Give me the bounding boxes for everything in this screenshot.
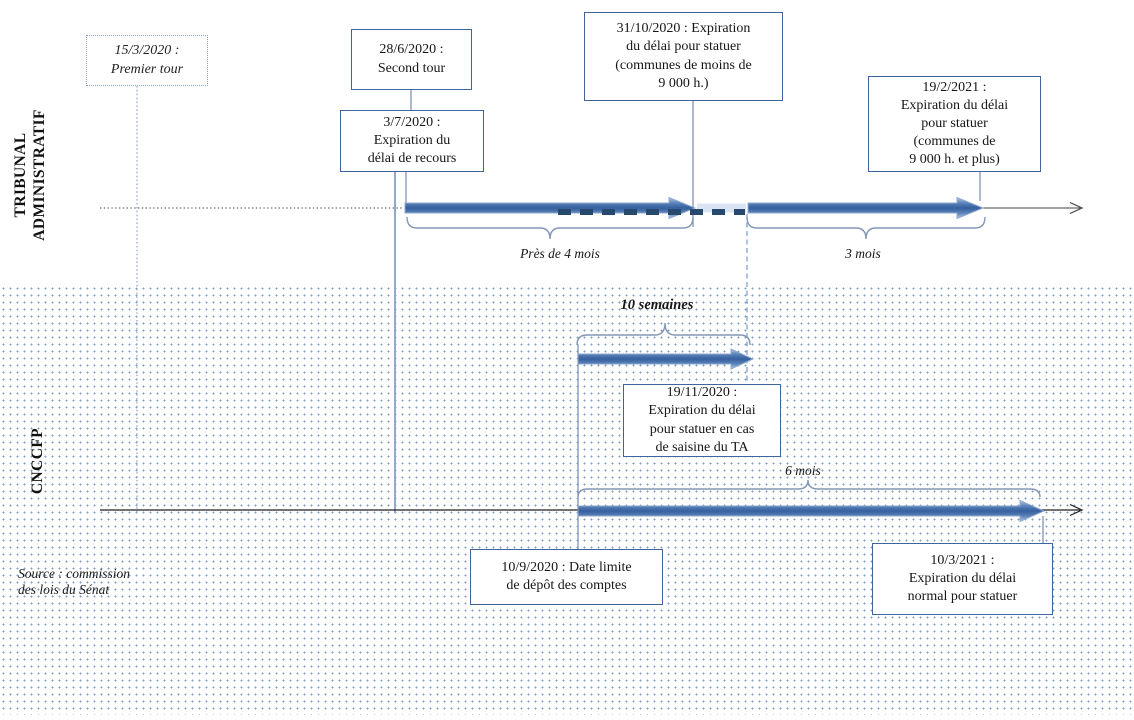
event-box-line: 19/11/2020 : — [666, 385, 738, 401]
event-box-line: (communes de — [913, 134, 996, 150]
event-box-line: 10/9/2020 : Date limite — [501, 559, 632, 575]
duration-label-10-semaines: 10 semaines — [620, 297, 694, 313]
event-box-delai-normal: 10/3/2021 : Expiration du délai normal p… — [872, 543, 1053, 615]
event-box-line: de saisine du TA — [655, 439, 749, 455]
event-box-statuer-9000-plus: 19/2/2021 : Expiration du délai pour sta… — [868, 76, 1041, 172]
event-box-line: 28/6/2020 : — [379, 42, 444, 58]
lane-label-cnccfp: CNCCFP — [28, 418, 48, 504]
duration-label-pres-de-4-mois: Près de 4 mois — [520, 246, 600, 261]
event-box-line: de dépôt des comptes — [506, 578, 627, 593]
event-box-line: 10/3/2021 : — [930, 552, 995, 568]
lane-label-line: ADMINISTRATIF — [31, 109, 48, 241]
lane-label-line: CNCCFP — [29, 427, 47, 495]
event-box-line: Second tour — [377, 60, 446, 76]
duration-label-3-mois: 3 mois — [845, 246, 881, 261]
event-box-line: 9 000 h. et plus) — [909, 152, 1000, 168]
event-box-line: normal pour statuer — [907, 589, 1018, 605]
event-box-line: pour statuer en cas — [649, 421, 755, 437]
event-box-line: du délai pour statuer — [626, 39, 741, 55]
event-box-line: 31/10/2020 : Expiration — [616, 21, 751, 37]
event-box-line: 15/3/2020 : — [114, 43, 180, 59]
tribunal-arrow-pale-segment — [697, 203, 746, 213]
event-box-line: 9 000 h.) — [658, 75, 709, 91]
tribunal-axis-arrowhead-icon — [1069, 201, 1084, 215]
duration-label-6-mois: 6 mois — [785, 463, 821, 478]
event-box-second-tour: 28/6/2020 : Second tour — [351, 29, 472, 90]
brace-6-mois — [577, 479, 1041, 498]
cnccfp-section-background — [0, 285, 1134, 715]
event-box-statuer-moins-9000: 31/10/2020 : Expiration du délai pour st… — [584, 12, 783, 101]
cnccfp-arrow-10-semaines — [577, 348, 755, 370]
cnccfp-axis-arrowhead-icon — [1069, 503, 1084, 517]
tribunal-arrow-4-mois — [404, 196, 697, 220]
event-box-line: Expiration du délai — [908, 570, 1017, 586]
event-box-saisine-ta: 19/11/2020 : Expiration du délai pour st… — [623, 384, 781, 457]
source-note-line: Source : commission — [18, 566, 130, 581]
event-box-line: Premier tour — [110, 61, 184, 77]
event-box-line: 3/7/2020 : — [383, 114, 441, 130]
event-box-line: délai de recours — [367, 151, 457, 167]
brace-pres-de-4-mois — [406, 216, 694, 240]
lane-label-line: TRIBUNAL — [11, 132, 29, 218]
lane-label-tribunal-administratif: TRIBUNAL ADMINISTRATIF — [9, 103, 51, 247]
source-note-line: des lois du Sénat — [18, 581, 110, 597]
brace-10-semaines — [576, 322, 751, 346]
event-box-depot-comptes: 10/9/2020 : Date limite de dépôt des com… — [470, 549, 663, 605]
cnccfp-arrow-6-mois — [577, 499, 1046, 523]
event-box-line: (communes de moins de — [615, 57, 752, 73]
event-box-premier-tour: 15/3/2020 : Premier tour — [86, 35, 208, 86]
event-box-line: 19/2/2021 : — [922, 79, 987, 95]
event-box-line: Expiration du — [373, 132, 451, 148]
event-box-delai-recours: 3/7/2020 : Expiration du délai de recour… — [340, 110, 484, 172]
brace-3-mois — [746, 216, 986, 240]
event-box-line: Expiration du délai — [648, 403, 756, 419]
tribunal-arrow-3-mois — [747, 196, 985, 220]
source-note: Source : commission des lois du Sénat — [18, 566, 188, 598]
event-box-line: Expiration du délai — [900, 97, 1009, 113]
event-box-line: pour statuer — [921, 115, 988, 131]
